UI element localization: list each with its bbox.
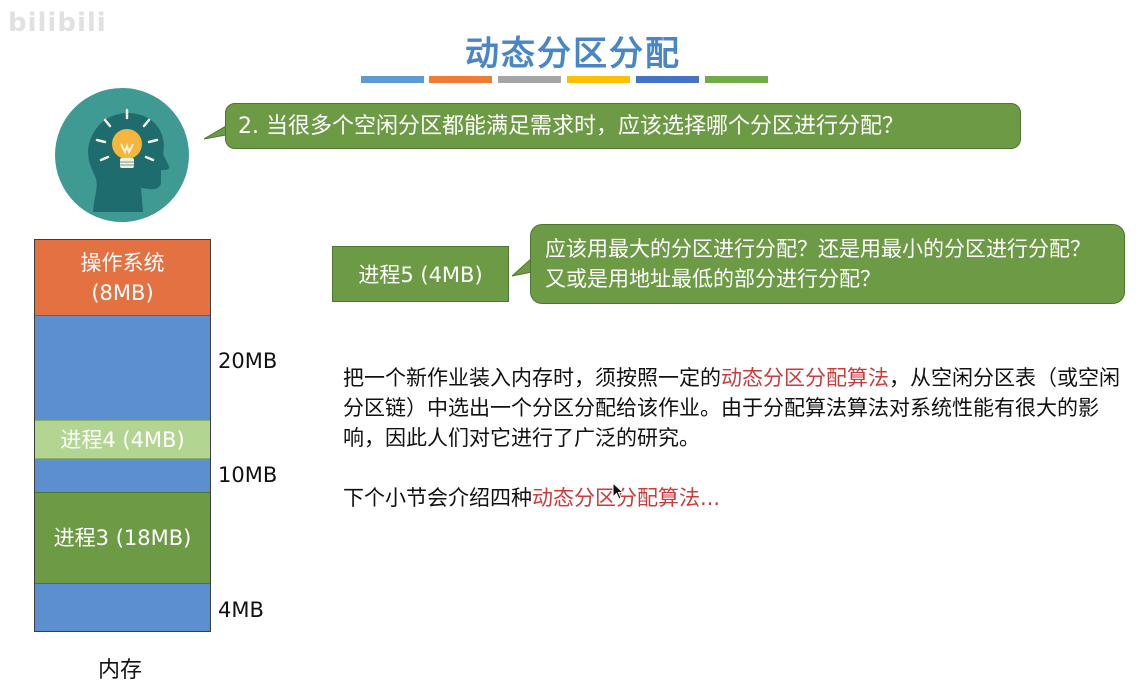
os-label: 操作系统 — [80, 250, 165, 275]
explanation-paragraph: 把一个新作业装入内存时，须按照一定的动态分区分配算法，从空闲分区表（或空闲分区链… — [343, 363, 1138, 453]
process4-partition: 进程4 (4MB) — [35, 420, 210, 459]
os-partition: 操作系统 (8MB) — [35, 240, 210, 315]
next-highlight: 动态分区分配算法... — [532, 486, 721, 510]
bilibili-watermark: bilibili — [8, 8, 107, 38]
os-size-label: (8MB) — [91, 280, 154, 305]
memory-diagram: 操作系统 (8MB) 进程4 (4MB) 进程3 (18MB) — [34, 239, 211, 632]
color-bar-5 — [636, 76, 699, 83]
paragraph-text-1: 把一个新作业装入内存时，须按照一定的 — [343, 366, 721, 390]
highlight-algorithm: 动态分区分配算法 — [721, 366, 889, 390]
answer-bubble: 应该用最大的分区进行分配？还是用最小的分区进行分配？又或是用地址最低的部分进行分… — [530, 224, 1125, 304]
color-bar-3 — [498, 76, 561, 83]
mouse-cursor-icon — [612, 482, 624, 500]
size-label-4mb: 4MB — [218, 598, 264, 622]
free-partition-20mb — [35, 315, 210, 420]
memory-caption: 内存 — [98, 658, 143, 683]
free-partition-10mb — [35, 459, 210, 492]
size-label-10mb: 10MB — [218, 463, 278, 487]
head-lightbulb-icon — [55, 88, 189, 222]
process3-partition: 进程3 (18MB) — [35, 492, 210, 584]
next-section-paragraph: 下个小节会介绍四种动态分区分配算法... — [343, 483, 720, 513]
slide-title: 动态分区分配 — [465, 34, 681, 74]
color-bar-4 — [567, 76, 630, 83]
free-partition-4mb — [35, 584, 210, 631]
process5-box: 进程5 (4MB) — [332, 246, 509, 302]
next-text: 下个小节会介绍四种 — [343, 486, 532, 510]
color-bar-1 — [361, 76, 424, 83]
size-label-20mb: 20MB — [218, 349, 278, 373]
color-bar-2 — [429, 76, 492, 83]
paragraph-text-2: ，从空闲分区表（或空闲分区链）中选出一个分区分配给该作业。由于分配算法算法对系统… — [343, 366, 1120, 450]
question-bubble: 2. 当很多个空闲分区都能满足需求时，应该选择哪个分区进行分配？ — [225, 103, 1021, 149]
color-bar-6 — [705, 76, 768, 83]
